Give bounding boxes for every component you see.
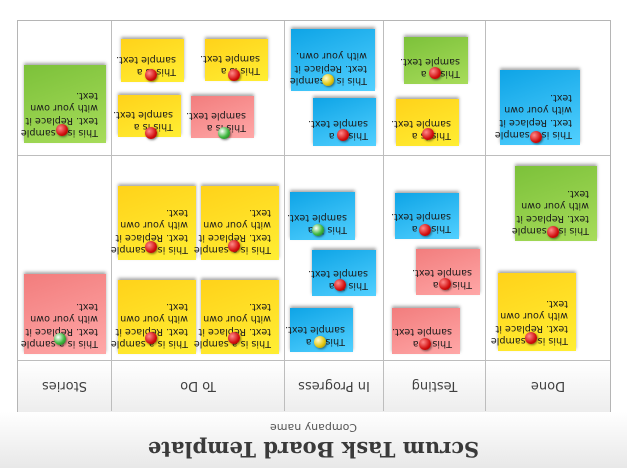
sticky-note-text: sample text. — [391, 117, 451, 129]
sticky-note-text: text. — [249, 206, 271, 218]
sticky-note-text: with your own — [521, 200, 589, 212]
sticky-note-text: text. Replace it — [495, 322, 568, 334]
sticky-note-text: sample text. — [308, 267, 368, 279]
sticky-note-text: text. — [166, 206, 188, 218]
sticky-note-text: with your own — [120, 313, 188, 325]
sticky-note-text: sample text. — [391, 210, 451, 222]
pushpin-icon — [145, 127, 157, 139]
sticky-note-text: sample text. — [116, 53, 176, 65]
pushpin-icon — [228, 69, 240, 81]
row-divider — [18, 155, 610, 156]
sticky-note-text: sample text. — [392, 325, 452, 337]
column-divider — [383, 21, 384, 411]
sticky-note-text: with your own — [120, 219, 188, 231]
pushpin-icon — [419, 338, 431, 350]
sticky-note-text: with your own — [504, 104, 572, 116]
board-subtitle: Company name — [269, 421, 358, 434]
sticky-note-text: text. — [546, 297, 568, 309]
sticky-note-text: text. Replace it — [516, 212, 589, 224]
pushpin-icon — [314, 336, 326, 348]
pushpin-icon — [145, 69, 157, 81]
sticky-note-text: sample text. — [200, 52, 260, 64]
sticky-note-text: text. Replace it — [115, 231, 188, 243]
sticky-note-text: sample text. — [412, 266, 472, 278]
sticky-note-text: with your own — [203, 219, 271, 231]
pushpin-icon — [322, 74, 334, 86]
pushpin-icon — [228, 332, 240, 344]
pushpin-icon — [525, 332, 537, 344]
column-header-in-progress: In Progress — [298, 378, 370, 393]
column-divider — [111, 21, 112, 411]
pushpin-icon — [337, 129, 349, 141]
column-header-to-do: To Do — [180, 378, 216, 393]
pushpin-icon — [419, 224, 431, 236]
pushpin-icon — [56, 124, 68, 136]
sticky-note-text: text. — [166, 300, 188, 312]
sticky-note-text: sample text. — [285, 323, 345, 335]
pushpin-icon — [422, 128, 434, 140]
pushpin-icon — [145, 241, 157, 253]
sticky-note-text: with your own. — [296, 50, 367, 62]
pushpin-icon — [530, 131, 542, 143]
column-header-testing: Testing — [411, 378, 458, 393]
sticky-note-text: sample text. — [113, 108, 173, 120]
pushpin-icon — [547, 226, 559, 238]
pushpin-icon — [218, 127, 230, 139]
sticky-note-text: with your own — [30, 313, 98, 325]
column-header-stories: Stories — [41, 378, 88, 393]
sticky-note-text: text. — [550, 91, 572, 103]
pushpin-icon — [429, 67, 441, 79]
sticky-note-text: sample text. — [400, 55, 460, 67]
pushpin-icon — [54, 333, 66, 345]
pushpin-icon — [312, 224, 324, 236]
column-header-done: Done — [530, 378, 566, 393]
sticky-note-text: with your own — [203, 313, 271, 325]
board-title: Scrum Task Board Template — [147, 437, 480, 462]
column-header-row — [18, 360, 610, 412]
column-divider — [485, 21, 486, 411]
pushpin-icon — [439, 278, 451, 290]
pushpin-icon — [334, 279, 346, 291]
sticky-note-text: with your own — [30, 102, 98, 114]
sticky-note-text: sample text. — [308, 117, 368, 129]
column-divider — [284, 21, 285, 411]
sticky-note-text: text. Replace it — [294, 62, 367, 74]
sticky-note-text: sample text. — [186, 109, 246, 121]
sticky-note-text: sample text. — [287, 211, 347, 223]
sticky-note-text: text. Replace it — [499, 116, 572, 128]
sticky-note-text: text. — [76, 300, 98, 312]
sticky-note-text: text. — [76, 89, 98, 101]
pushpin-icon — [228, 240, 240, 252]
sticky-note-text: with your own — [500, 310, 568, 322]
sticky-note-text: text. — [249, 300, 271, 312]
sticky-note-text: text. — [567, 187, 589, 199]
pushpin-icon — [145, 332, 157, 344]
